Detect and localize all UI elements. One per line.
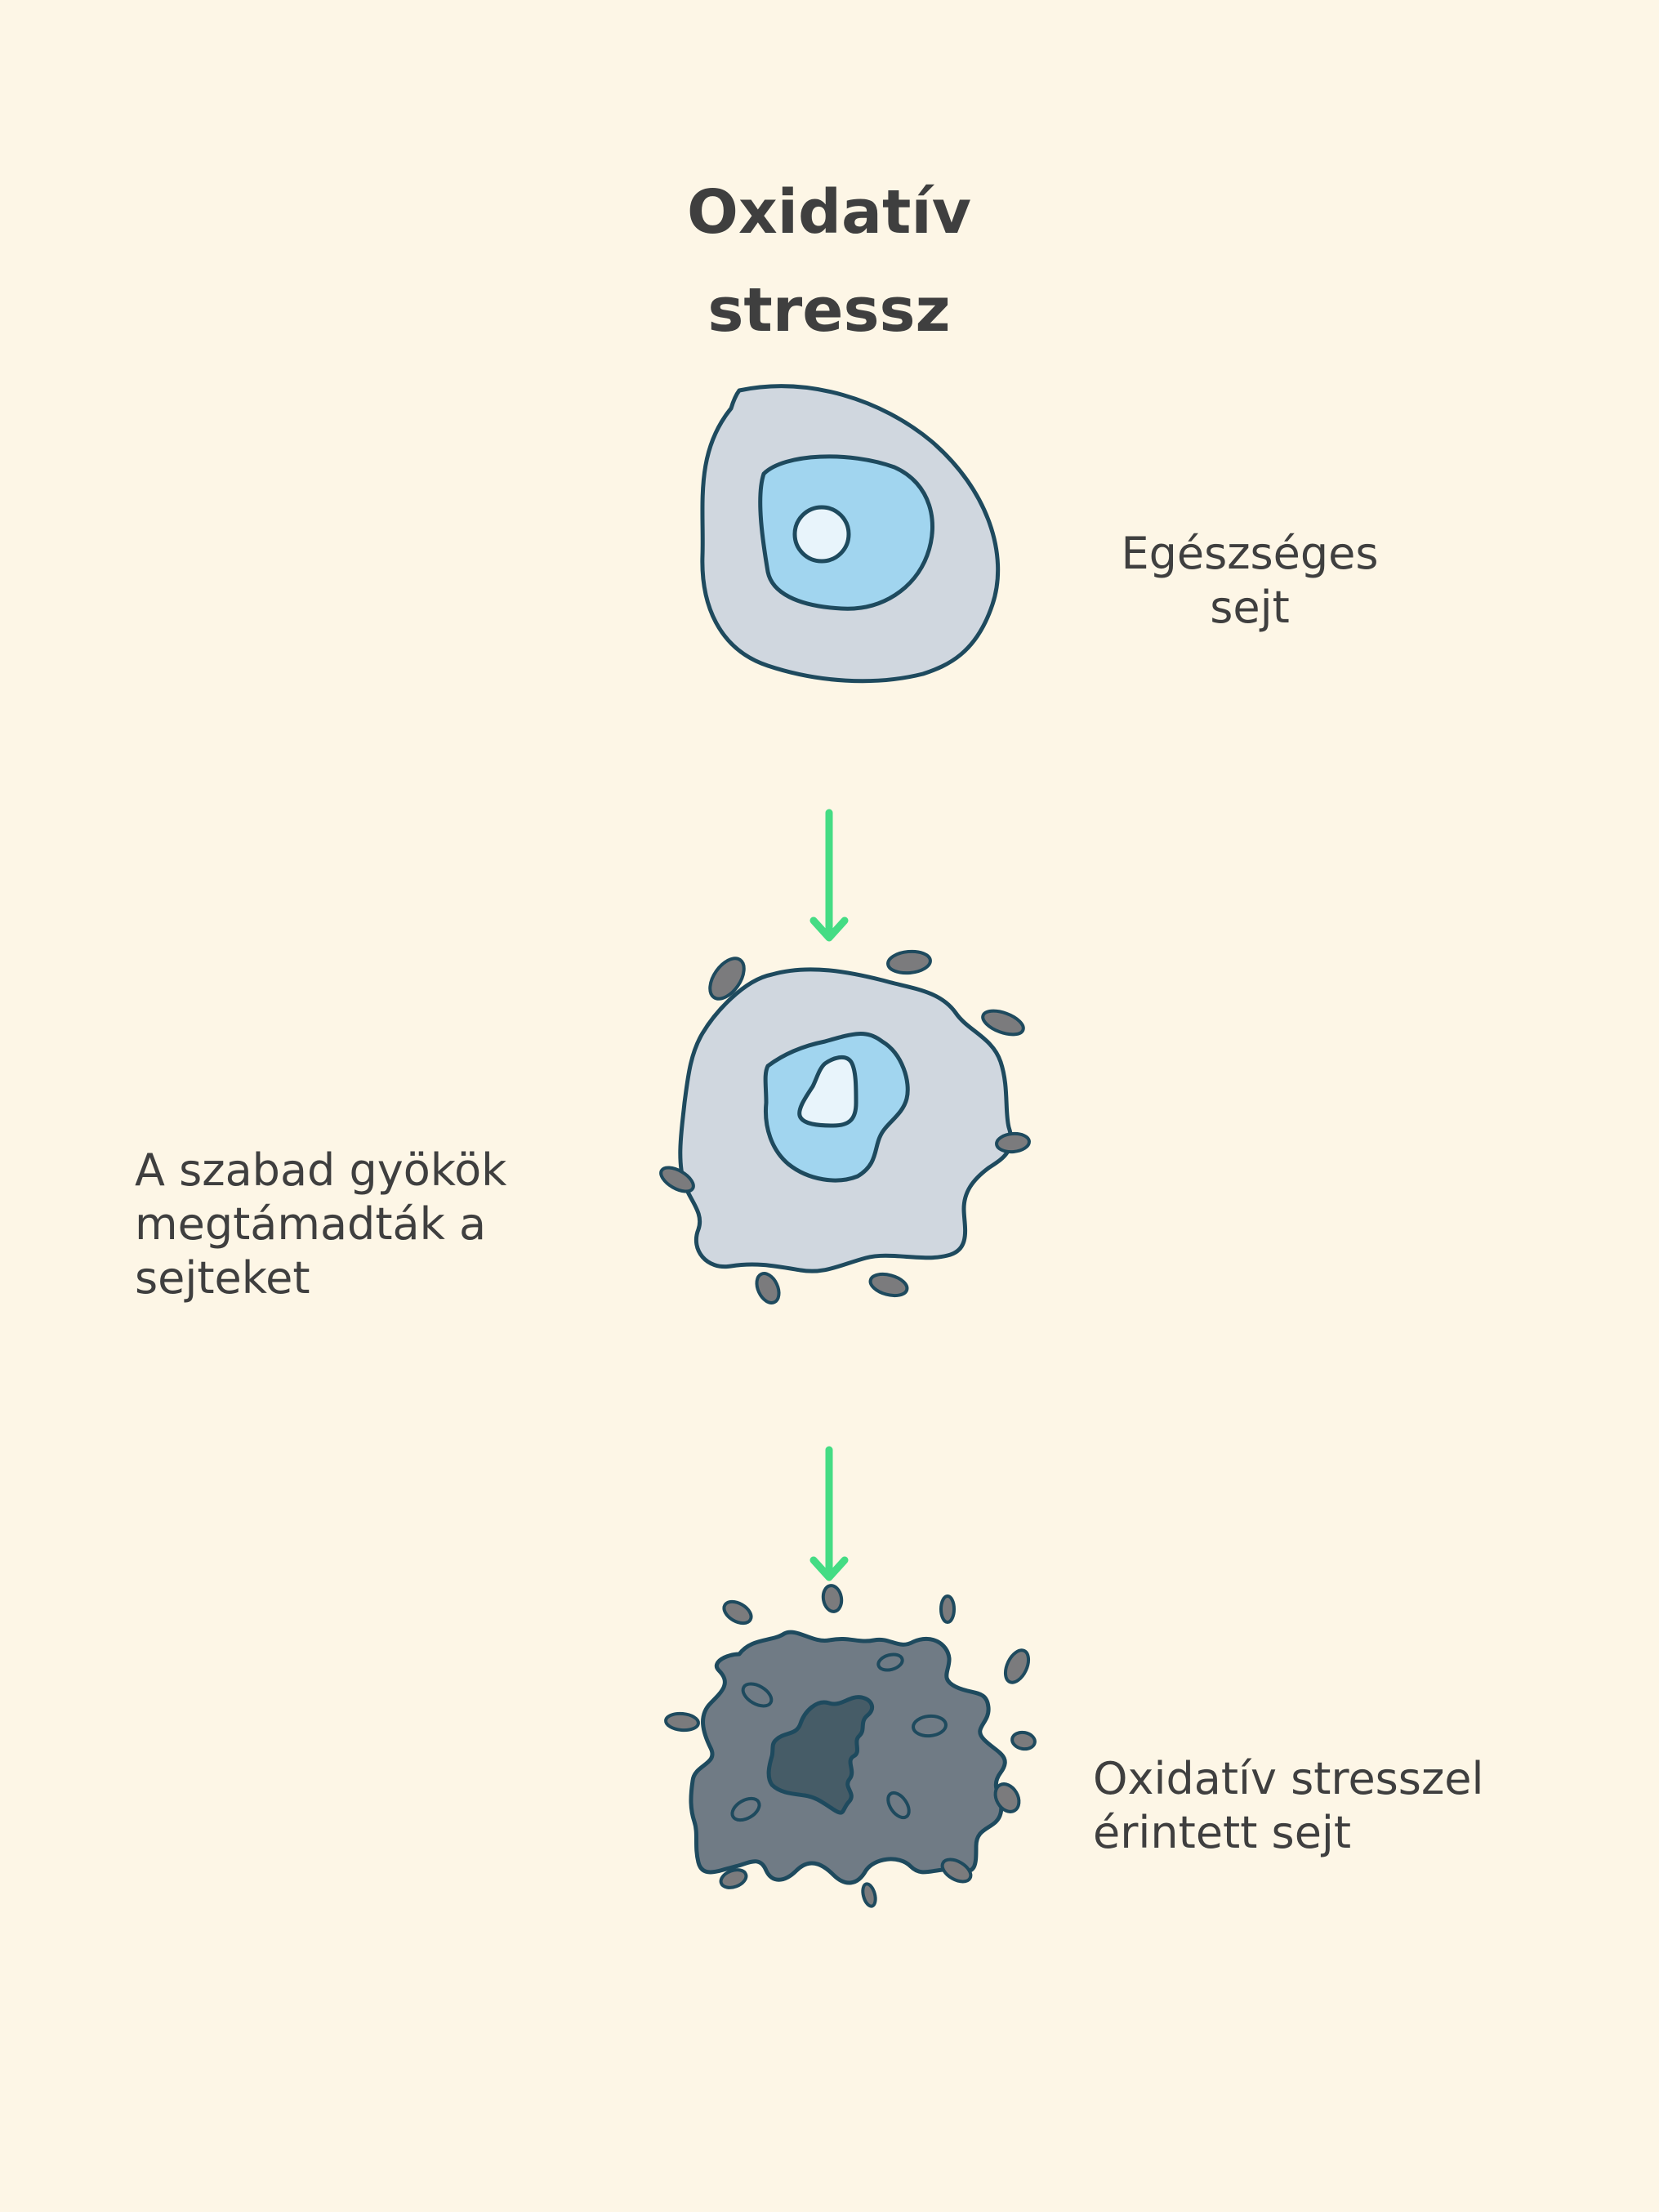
free-radical (861, 1882, 877, 1908)
attacked-nucleolus (797, 1055, 858, 1128)
title-line-2: stressz (707, 275, 951, 346)
debris-particle (876, 1652, 904, 1672)
damaged-nucleus (766, 1695, 875, 1815)
free-radical (755, 1272, 781, 1304)
free-radical (981, 1009, 1025, 1037)
label-damaged-cell: Oxidatív stresszel érintett sejt (1093, 1752, 1616, 1860)
free-radicals-stage-2 (659, 949, 1031, 1304)
label-healthy-cell: Egészséges sejt (1078, 527, 1421, 635)
damaged-cell (664, 1584, 1037, 1908)
debris-particle (912, 1714, 948, 1738)
free-radical (722, 1599, 753, 1626)
internal-debris (730, 1652, 948, 1822)
free-radical (939, 1594, 956, 1624)
free-radical (659, 1166, 695, 1193)
debris-particle (741, 1682, 774, 1708)
diagram-title: Oxidatív stressz (625, 163, 1033, 359)
free-radical (719, 1868, 748, 1889)
free-radical (664, 1711, 700, 1733)
debris-particle (886, 1791, 911, 1820)
free-radical (1003, 1648, 1031, 1684)
title-line-1: Oxidatív (687, 177, 971, 248)
healthy-nucleolus (792, 505, 851, 564)
arrow-2 (809, 1446, 849, 1581)
debris-particle (730, 1796, 761, 1822)
free-radical (868, 1272, 909, 1298)
label-attacked-line-2: megtámadták a (135, 1198, 487, 1250)
label-damaged-line-2: érintett sejt (1093, 1807, 1352, 1858)
label-attacked-cell: A szabad gyökök megtámadták a sejteket (135, 1144, 641, 1305)
free-radical (993, 1782, 1021, 1813)
free-radical (940, 1857, 973, 1884)
free-radical (886, 949, 932, 975)
arrow-1 (809, 809, 849, 942)
free-radical (1010, 1730, 1037, 1751)
label-healthy-line-1: Egészséges (1121, 528, 1379, 579)
label-healthy-line-2: sejt (1210, 582, 1290, 633)
free-radicals-stage-3 (664, 1584, 1037, 1908)
label-damaged-line-1: Oxidatív stresszel (1093, 1753, 1484, 1804)
healthy-cell (700, 384, 1001, 684)
free-radical (821, 1584, 844, 1613)
free-radical (995, 1131, 1031, 1154)
free-radical (708, 957, 746, 1001)
label-attacked-line-3: sejteket (135, 1252, 310, 1304)
label-attacked-line-1: A szabad gyökök (135, 1144, 507, 1196)
attacked-cell (659, 949, 1031, 1304)
